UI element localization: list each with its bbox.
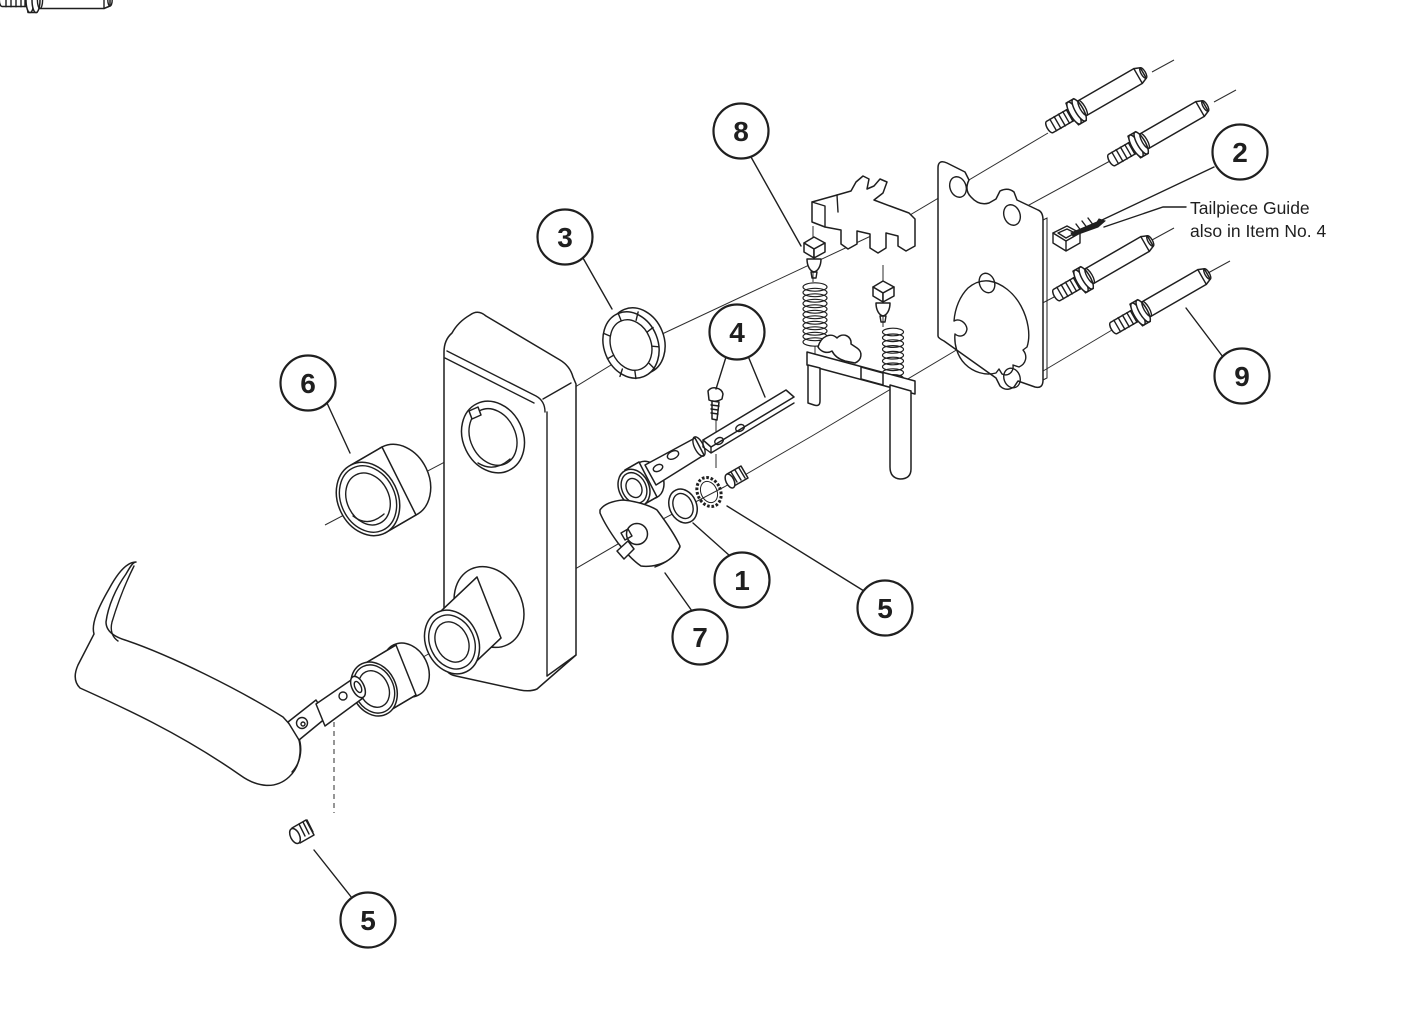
note-line-1: Tailpiece Guide — [1190, 198, 1310, 218]
cylinder-collar — [335, 443, 432, 537]
tailpiece-bar — [702, 387, 795, 454]
stud-top-left — [1040, 60, 1153, 140]
annotation-note: Tailpiece Guide also in Item No. 4 — [1190, 198, 1326, 241]
leader-lines — [313, 156, 1224, 899]
callout-number: 7 — [692, 622, 708, 653]
plunger-left — [803, 236, 826, 279]
stud-top-right — [1102, 93, 1215, 173]
callout-balloon-4: 4 — [708, 303, 766, 361]
callout-balloons: 8 2 3 4 6 9 1 5 — [279, 102, 1271, 949]
callout-balloon-3: 3 — [536, 208, 594, 266]
callout-balloon-2: 2 — [1211, 123, 1269, 181]
plunger-right — [872, 280, 895, 323]
snap-ring — [695, 476, 723, 508]
tailpiece-screw — [707, 387, 724, 421]
callout-balloon-1: 1 — [713, 551, 771, 609]
escutcheon — [423, 311, 577, 692]
lever-shaft — [287, 675, 367, 741]
spring-left — [802, 282, 828, 347]
callout-number: 3 — [557, 222, 573, 253]
callout-number: 5 — [360, 905, 376, 936]
callout-balloon-5-right: 5 — [856, 579, 914, 637]
callout-balloon-9: 9 — [1213, 347, 1271, 405]
spindle-ring — [668, 488, 698, 524]
lever-bushing — [349, 642, 431, 717]
lower-bracket — [806, 334, 916, 480]
upper-bracket — [811, 175, 916, 254]
callout-number: 4 — [729, 317, 745, 348]
locking-ring — [602, 307, 666, 380]
spindle-sleeve — [617, 436, 706, 508]
callout-number: 6 — [300, 368, 316, 399]
callout-number: 9 — [1234, 361, 1250, 392]
set-screw-right — [724, 465, 749, 489]
lever-boss — [423, 565, 525, 675]
mounting-studs — [0, 0, 1217, 341]
lever-handle — [74, 561, 367, 787]
callout-balloon-8: 8 — [712, 102, 770, 160]
callout-number: 8 — [733, 116, 749, 147]
tailpiece-guide — [1052, 217, 1106, 252]
cylinder-hole — [460, 400, 526, 474]
callout-number: 1 — [734, 565, 750, 596]
callout-balloon-7: 7 — [671, 608, 729, 666]
set-screw-bottom — [288, 819, 315, 845]
callout-number: 5 — [877, 593, 893, 624]
mounting-plate — [937, 161, 1048, 390]
cam-plate — [599, 499, 681, 568]
callout-balloon-5-bottom: 5 — [339, 891, 397, 949]
callout-balloon-6: 6 — [279, 354, 337, 412]
stud-bottom-right — [1104, 261, 1217, 341]
note-line-2: also in Item No. 4 — [1190, 221, 1326, 241]
callout-number: 2 — [1232, 137, 1248, 168]
